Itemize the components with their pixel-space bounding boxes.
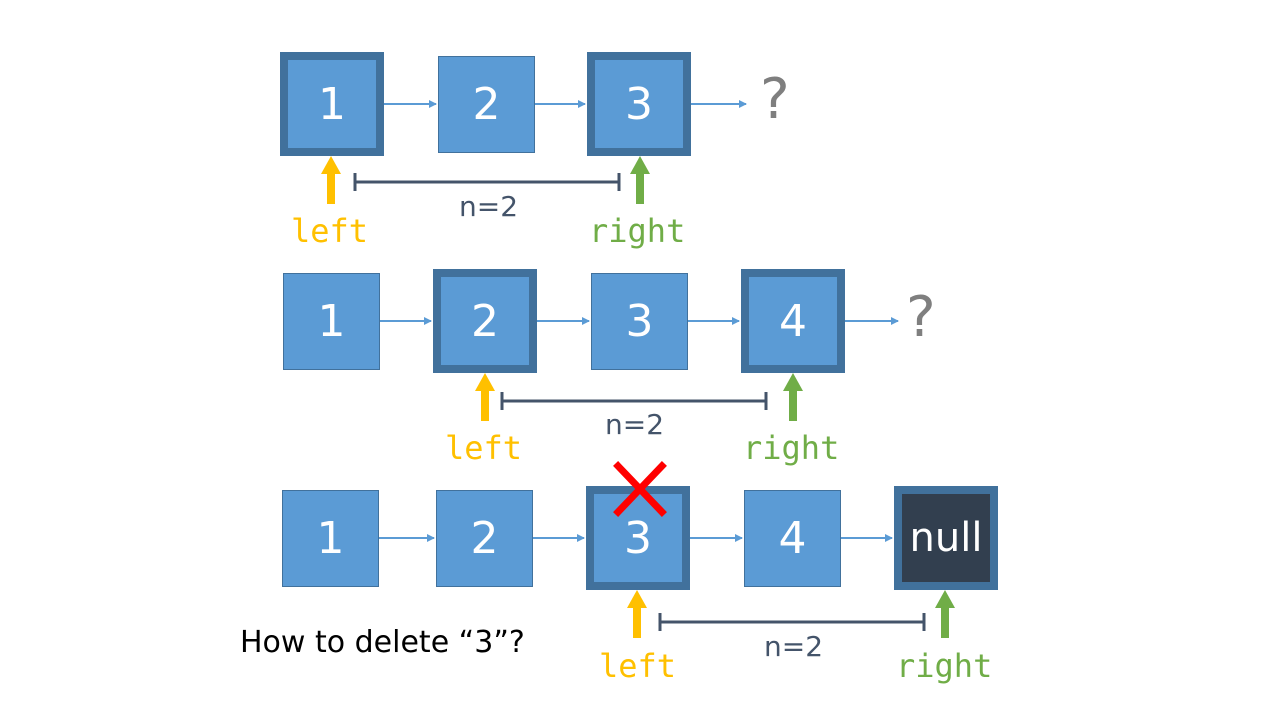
row1-node-3: 3	[587, 52, 691, 156]
row2-node-4: 4	[741, 269, 845, 373]
row3-node-4: 4	[744, 490, 841, 587]
row1-left-label: left	[291, 212, 369, 250]
row1-node-2: 2	[438, 56, 535, 153]
row2-gap-bracket	[500, 392, 768, 410]
row2-right-label: right	[743, 429, 840, 467]
row1-node-1: 1	[280, 52, 384, 156]
row3-node-1: 1	[282, 490, 379, 587]
row1-gap-bracket	[353, 173, 621, 191]
row2-gap-label: n=2	[605, 408, 665, 441]
row2-left-label: left	[445, 429, 523, 467]
row3-left-pointer-arrow	[627, 590, 647, 638]
row3-gap-bracket	[658, 613, 926, 631]
delete-x-icon	[613, 461, 667, 517]
row1-right-pointer-arrow	[630, 156, 650, 204]
row3-right-label: right	[896, 647, 993, 685]
row2-node-3: 3	[591, 273, 688, 370]
row1-left-pointer-arrow	[321, 156, 341, 204]
row2-node-1: 1	[283, 273, 380, 370]
row3-gap-label: n=2	[764, 630, 824, 663]
row3-left-label: left	[599, 647, 677, 685]
row1-gap-label: n=2	[459, 190, 519, 223]
row1-unknown-next: ?	[760, 67, 790, 132]
row3-node-2: 2	[436, 490, 533, 587]
row1-right-label: right	[589, 212, 686, 250]
row2-unknown-next: ?	[906, 285, 936, 350]
row2-left-pointer-arrow	[475, 373, 495, 421]
delete-question: How to delete “3”?	[240, 625, 525, 660]
row3-node-3: 3	[586, 486, 690, 590]
row3-right-pointer-arrow	[935, 590, 955, 638]
row3-null-node: null	[894, 486, 998, 590]
row2-right-pointer-arrow	[783, 373, 803, 421]
row2-node-2: 2	[433, 269, 537, 373]
